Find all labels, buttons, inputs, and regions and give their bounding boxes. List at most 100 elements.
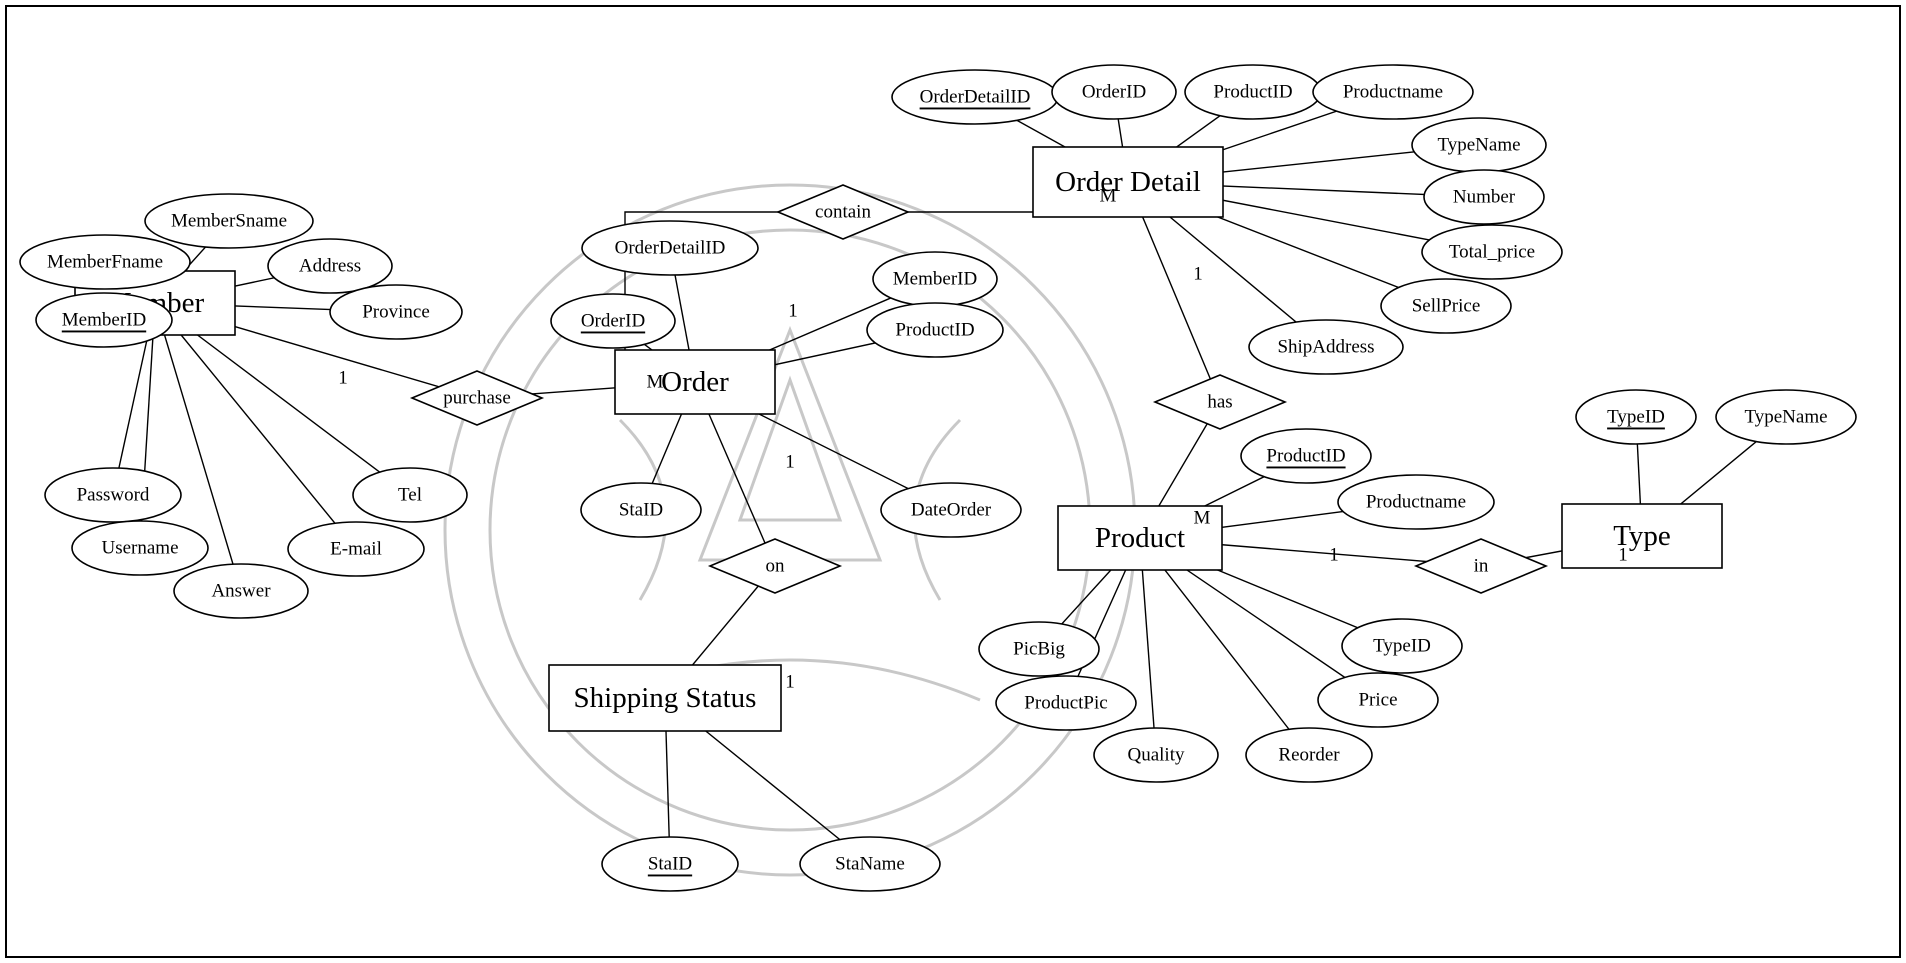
attribute-label-o-memberid: MemberID <box>893 269 977 290</box>
attribute-label-s-staname: StaName <box>835 854 905 875</box>
attribute-label-od-totalprice: Total_price <box>1449 242 1535 263</box>
attribute-s-staname <box>799 836 941 892</box>
attribute-m-password <box>44 467 182 523</box>
entity-label-product: Product <box>1095 522 1185 554</box>
entity-label-order-detail: Order Detail <box>1055 166 1201 198</box>
cardinality-product-in: 1 <box>1329 545 1339 566</box>
attribute-o-productid <box>866 302 1004 358</box>
attribute-label-p-quality: Quality <box>1128 745 1185 766</box>
cardinality-shipping-on: 1 <box>785 672 795 693</box>
attribute-p-reorder <box>1245 727 1373 783</box>
entity-shipping-status <box>548 664 782 732</box>
attribute-label-od-shipaddress: ShipAddress <box>1277 337 1374 358</box>
attribute-od-totalprice <box>1421 224 1563 280</box>
attribute-o-staid <box>580 482 702 538</box>
attribute-label-od-productname: Productname <box>1343 82 1443 103</box>
attribute-p-productid <box>1240 428 1372 484</box>
entity-label-type: Type <box>1613 520 1671 552</box>
attribute-label-od-typename: TypeName <box>1437 135 1520 156</box>
entity-product <box>1057 505 1223 571</box>
attribute-label-m-province: Province <box>362 302 430 323</box>
attribute-label-s-staid: StaID <box>648 854 692 875</box>
attribute-od-productname <box>1312 64 1474 120</box>
attribute-label-p-price: Price <box>1358 690 1397 711</box>
attribute-o-orderdetailid <box>581 220 759 276</box>
relationship-purchase <box>409 370 545 426</box>
attribute-m-memberfname <box>19 234 191 290</box>
cardinality-type-in: 1 <box>1618 545 1628 566</box>
attribute-od-orderid <box>1051 64 1177 120</box>
attribute-label-o-productid: ProductID <box>895 320 974 341</box>
attribute-label-o-orderid: OrderID <box>581 311 645 332</box>
attribute-label-od-sellprice: SellPrice <box>1412 296 1481 317</box>
attribute-p-quality <box>1093 727 1219 783</box>
cardinality-orderdetail-contain: M <box>1100 186 1117 207</box>
attribute-m-email <box>287 521 425 577</box>
attribute-label-od-orderdetailid: OrderDetailID <box>920 87 1031 108</box>
attribute-p-price <box>1317 672 1439 728</box>
attribute-label-o-dateorder: DateOrder <box>911 500 992 521</box>
relationship-label-purchase: purchase <box>443 388 511 409</box>
attribute-p-productname <box>1337 474 1495 530</box>
relationship-label-in: in <box>1474 556 1489 577</box>
attribute-label-m-answer: Answer <box>211 581 271 602</box>
attribute-label-od-orderid: OrderID <box>1082 82 1146 103</box>
attribute-p-picbig <box>978 621 1100 677</box>
attribute-od-number <box>1423 169 1545 225</box>
attribute-label-od-productid: ProductID <box>1213 82 1292 103</box>
attribute-label-m-tel: Tel <box>398 485 422 506</box>
relationship-label-has: has <box>1207 392 1232 413</box>
attribute-label-m-email: E-mail <box>330 539 382 560</box>
cardinality-order-contain: 1 <box>788 301 798 322</box>
attribute-label-p-typeid: TypeID <box>1373 636 1431 657</box>
attribute-m-address <box>267 238 393 294</box>
attribute-label-p-picbig: PicBig <box>1013 639 1065 660</box>
attribute-o-dateorder <box>880 482 1022 538</box>
attribute-m-membersname <box>144 193 314 249</box>
attribute-p-productpic <box>995 675 1137 731</box>
attribute-od-sellprice <box>1380 278 1512 334</box>
entity-type <box>1561 503 1723 569</box>
attribute-label-t-typeid: TypeID <box>1607 407 1665 428</box>
attribute-t-typename <box>1715 389 1857 445</box>
relationship-label-on: on <box>766 556 786 577</box>
relationship-contain <box>775 184 911 240</box>
attribute-od-shipaddress <box>1248 319 1404 375</box>
attribute-label-m-membersname: MemberSname <box>171 211 287 232</box>
cardinality-orderdetail-has: 1 <box>1193 264 1203 285</box>
relationship-in <box>1413 538 1549 594</box>
attribute-label-p-productid: ProductID <box>1266 446 1345 467</box>
cardinality-order-purchase: M <box>647 372 664 393</box>
relationship-has <box>1152 374 1288 430</box>
relationship-label-contain: contain <box>815 202 871 223</box>
attribute-label-o-staid: StaID <box>619 500 663 521</box>
attribute-m-username <box>71 520 209 576</box>
entity-label-order: Order <box>661 366 729 398</box>
attribute-t-typeid <box>1575 389 1697 445</box>
cardinality-member-purchase: 1 <box>338 368 348 389</box>
attribute-m-answer <box>173 563 309 619</box>
entity-order <box>614 349 776 415</box>
diagram-frame <box>5 5 1901 958</box>
attribute-o-orderid <box>550 293 676 349</box>
cardinality-product-has: M <box>1194 508 1211 529</box>
attribute-label-m-address: Address <box>299 256 361 277</box>
attribute-m-memberid <box>35 292 173 348</box>
entity-order-detail <box>1032 146 1224 218</box>
attribute-label-p-reorder: Reorder <box>1278 745 1340 766</box>
attribute-label-m-memberid: MemberID <box>62 310 146 331</box>
cardinality-order-on: 1 <box>785 452 795 473</box>
attribute-label-o-orderdetailid: OrderDetailID <box>615 238 726 259</box>
attribute-label-od-number: Number <box>1453 187 1516 208</box>
attribute-label-p-productname: Productname <box>1366 492 1466 513</box>
attribute-s-staid <box>601 836 739 892</box>
attribute-label-m-username: Username <box>101 538 178 559</box>
relationship-on <box>707 538 843 594</box>
attribute-m-province <box>329 284 463 340</box>
entity-label-shipping-status: Shipping Status <box>574 682 757 714</box>
attribute-label-p-productpic: ProductPic <box>1024 693 1107 714</box>
attribute-p-typeid <box>1341 618 1463 674</box>
attribute-label-m-password: Password <box>77 485 150 506</box>
